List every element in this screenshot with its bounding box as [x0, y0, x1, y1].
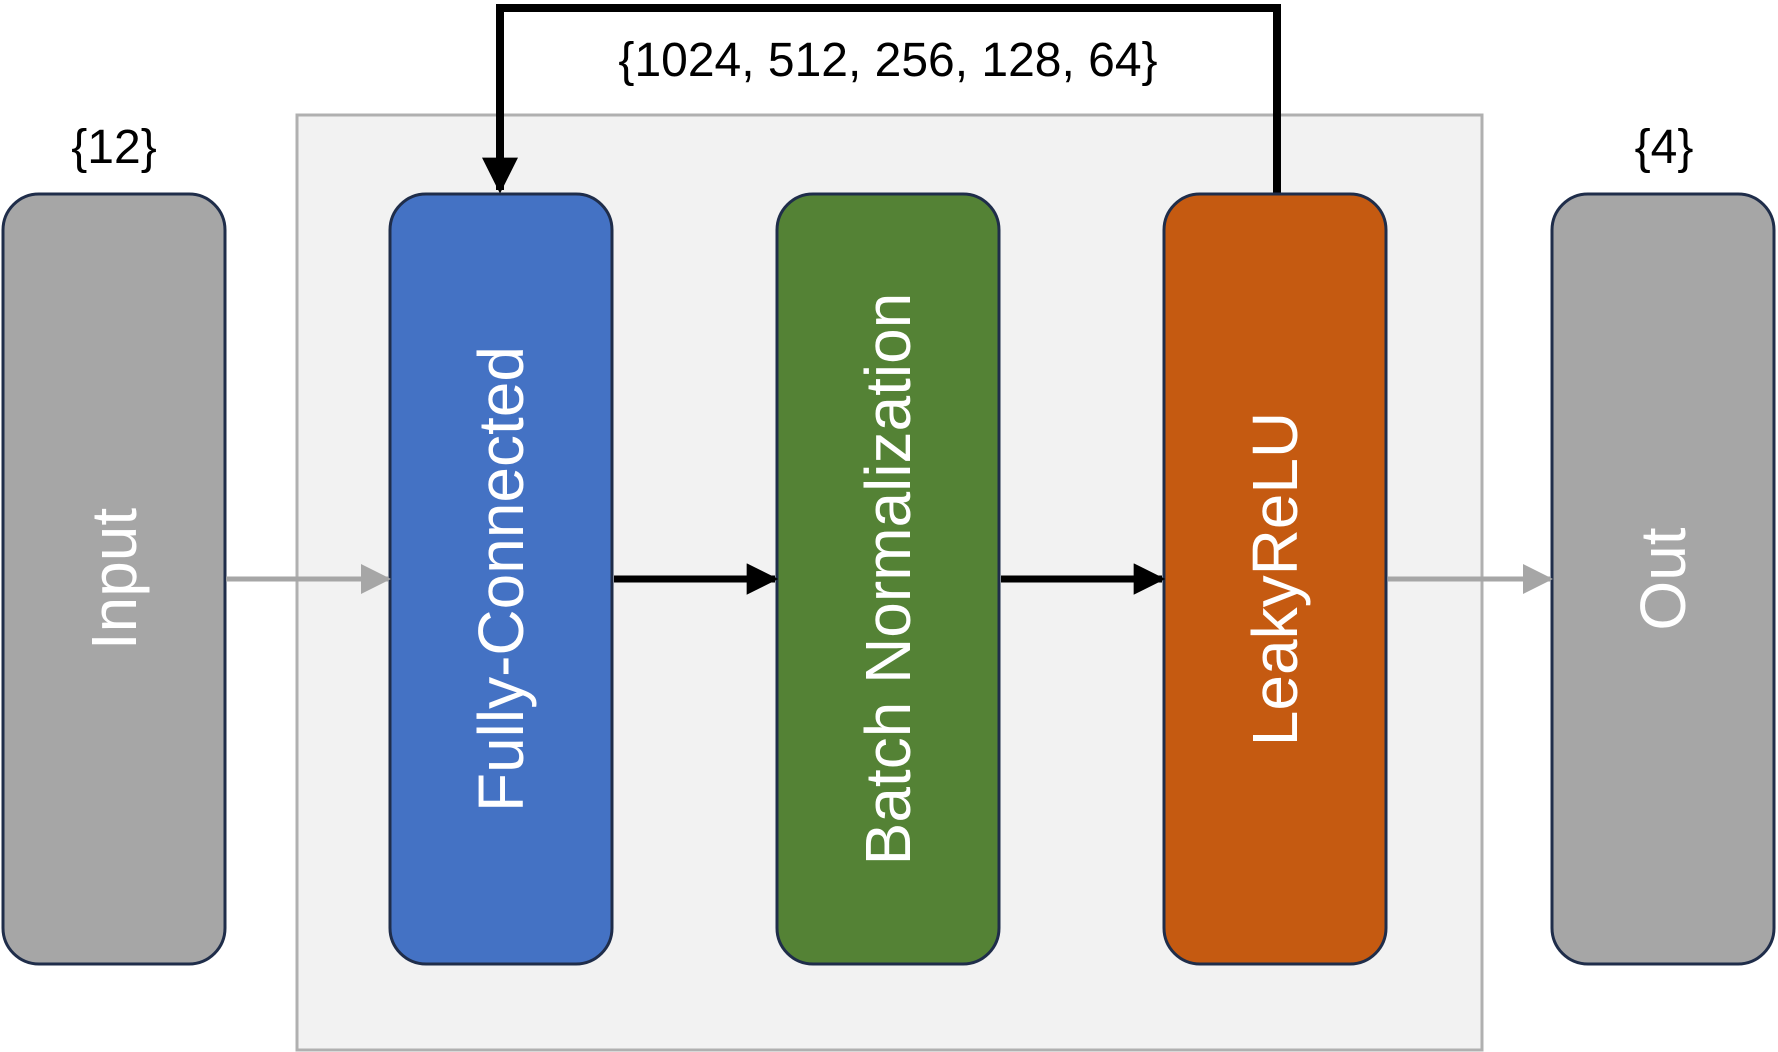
leaky-relu-block: LeakyReLU [1162, 192, 1388, 966]
out-block-label: Out [1627, 527, 1699, 630]
leaky-relu-block-label: LeakyReLU [1239, 412, 1311, 746]
loop-dimensions-label: {1024, 512, 256, 128, 64} [618, 34, 1157, 87]
batch-normalization-block: Batch Normalization [775, 192, 1001, 966]
input-block-label: Input [78, 508, 150, 651]
batch-normalization-block-label: Batch Normalization [852, 293, 924, 866]
input-block-box [1, 192, 227, 966]
repeat-loop-arrow [482, 4, 1281, 195]
output-dimension-label: {4} [1635, 121, 1694, 174]
input-block: Input [1, 192, 227, 966]
out-block: Out [1550, 192, 1776, 966]
fully-connected-block: Fully-Connected [388, 192, 614, 966]
fully-connected-block-label: Fully-Connected [465, 346, 537, 812]
input-dimension-label: {12} [71, 121, 156, 174]
